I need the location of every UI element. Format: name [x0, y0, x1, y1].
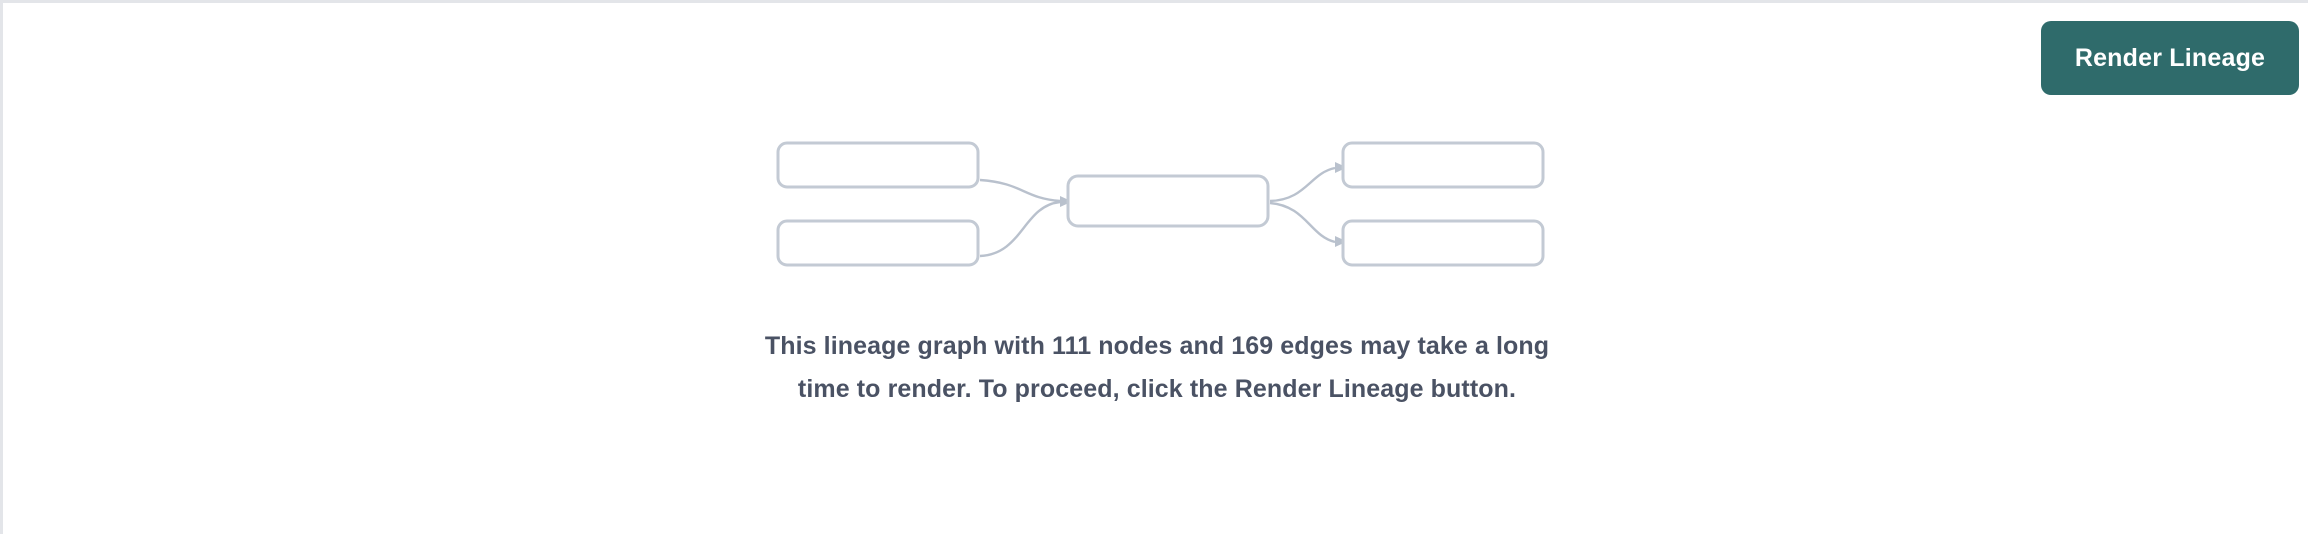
placeholder-node-center	[1066, 174, 1270, 228]
arrowhead-into-right-top	[1335, 162, 1347, 173]
placeholder-node-right-bottom	[1341, 219, 1545, 267]
placeholder-graph	[758, 128, 1558, 278]
arrowhead-into-center	[1060, 196, 1072, 207]
placeholder-edges	[979, 162, 1347, 258]
edge-left-bottom-to-center	[979, 200, 1061, 258]
placeholder-node-right-top	[1341, 141, 1545, 189]
placeholder-node-left-bottom	[776, 219, 980, 267]
placeholder-nodes	[776, 141, 1545, 267]
edge-left-top-to-center	[979, 178, 1061, 203]
arrowhead-into-right-bottom	[1335, 236, 1347, 247]
edge-center-to-right-bottom	[1269, 201, 1336, 244]
edge-center-to-right-top	[1269, 166, 1336, 203]
placeholder-node-left-top	[776, 141, 980, 189]
render-lineage-button[interactable]: Render Lineage	[2041, 21, 2299, 95]
lineage-warning-message: This lineage graph with 111 nodes and 16…	[764, 332, 1550, 403]
